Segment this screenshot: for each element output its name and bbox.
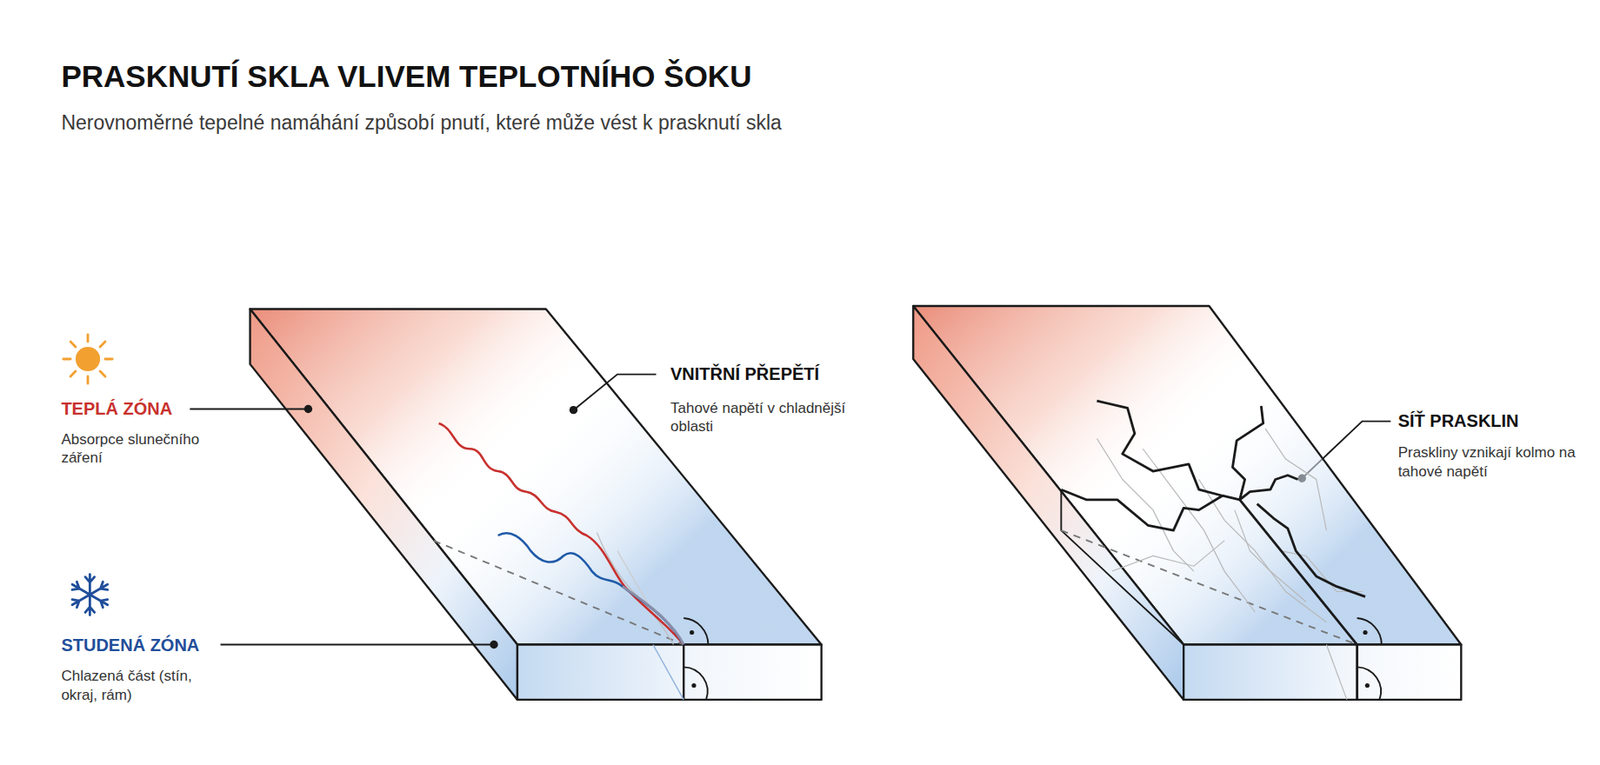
sun-icon [63,334,113,384]
sun-ray [100,341,106,347]
fine-cracks [1096,428,1362,700]
zone-heading: TEPLÁ ZÓNA [60,398,173,420]
leader-dot [569,406,578,414]
right-angle-mark [1357,618,1382,646]
right-angle-mark [1357,666,1381,700]
right-angle-dot [691,683,696,688]
callout-description: Tahové napětí v chladnější oblasti [670,399,865,437]
right-angle-dot [689,630,694,635]
sun-ray [86,376,90,384]
warm-stress-line [439,423,685,646]
callout-heading: SÍŤ PRASKLIN [1398,410,1520,433]
cold-stress-line [498,533,685,645]
glass-slab-left [250,309,822,700]
fine-crack [597,532,674,645]
callout-description: Praskliny vznikají kolmo na tahové napět… [1398,443,1585,481]
snowflake-arm [89,594,107,608]
right-angle-mark [683,618,708,646]
dashed-boundary [433,540,684,646]
snowflake-arm [72,594,90,608]
sun-ray [105,358,113,361]
snowflake-arm [72,581,90,595]
sun-ray [63,358,71,361]
zone-description: Chlazená část (stín, okraj, rám) [60,666,204,705]
sun-ray [86,334,90,342]
right-angle-dot [1365,683,1370,688]
snowflake-arm [89,581,107,595]
sun-ray [70,341,76,347]
leader-dot [489,640,498,649]
snowflake-icon [72,574,108,616]
sun-ray [100,371,106,377]
perpendicular-line [682,645,685,700]
glass-slab-right [913,306,1461,700]
subtitle: Nerovnoměrné tepelné namáhání způsobí pn… [60,110,781,136]
leader-dot [304,405,313,414]
sun-ray [70,371,76,377]
dashed-boundary [1060,530,1357,645]
stress-junction [622,586,684,646]
zone-description: Absorpce slunečního záření [60,430,214,468]
title: PRASKNUTÍ SKLA VLIVEM TEPLOTNÍHO ŠOKU [60,57,752,96]
right-angle-dot [1362,630,1367,635]
crack-network [1060,400,1366,700]
fine-crack [653,645,684,700]
fine-crack [617,551,654,613]
zone-heading: STUDENÁ ZÓNA [60,634,200,657]
right-angle-mark [683,666,707,700]
callout-heading: VNITŘNÍ PŘEPĚTÍ [670,363,820,386]
